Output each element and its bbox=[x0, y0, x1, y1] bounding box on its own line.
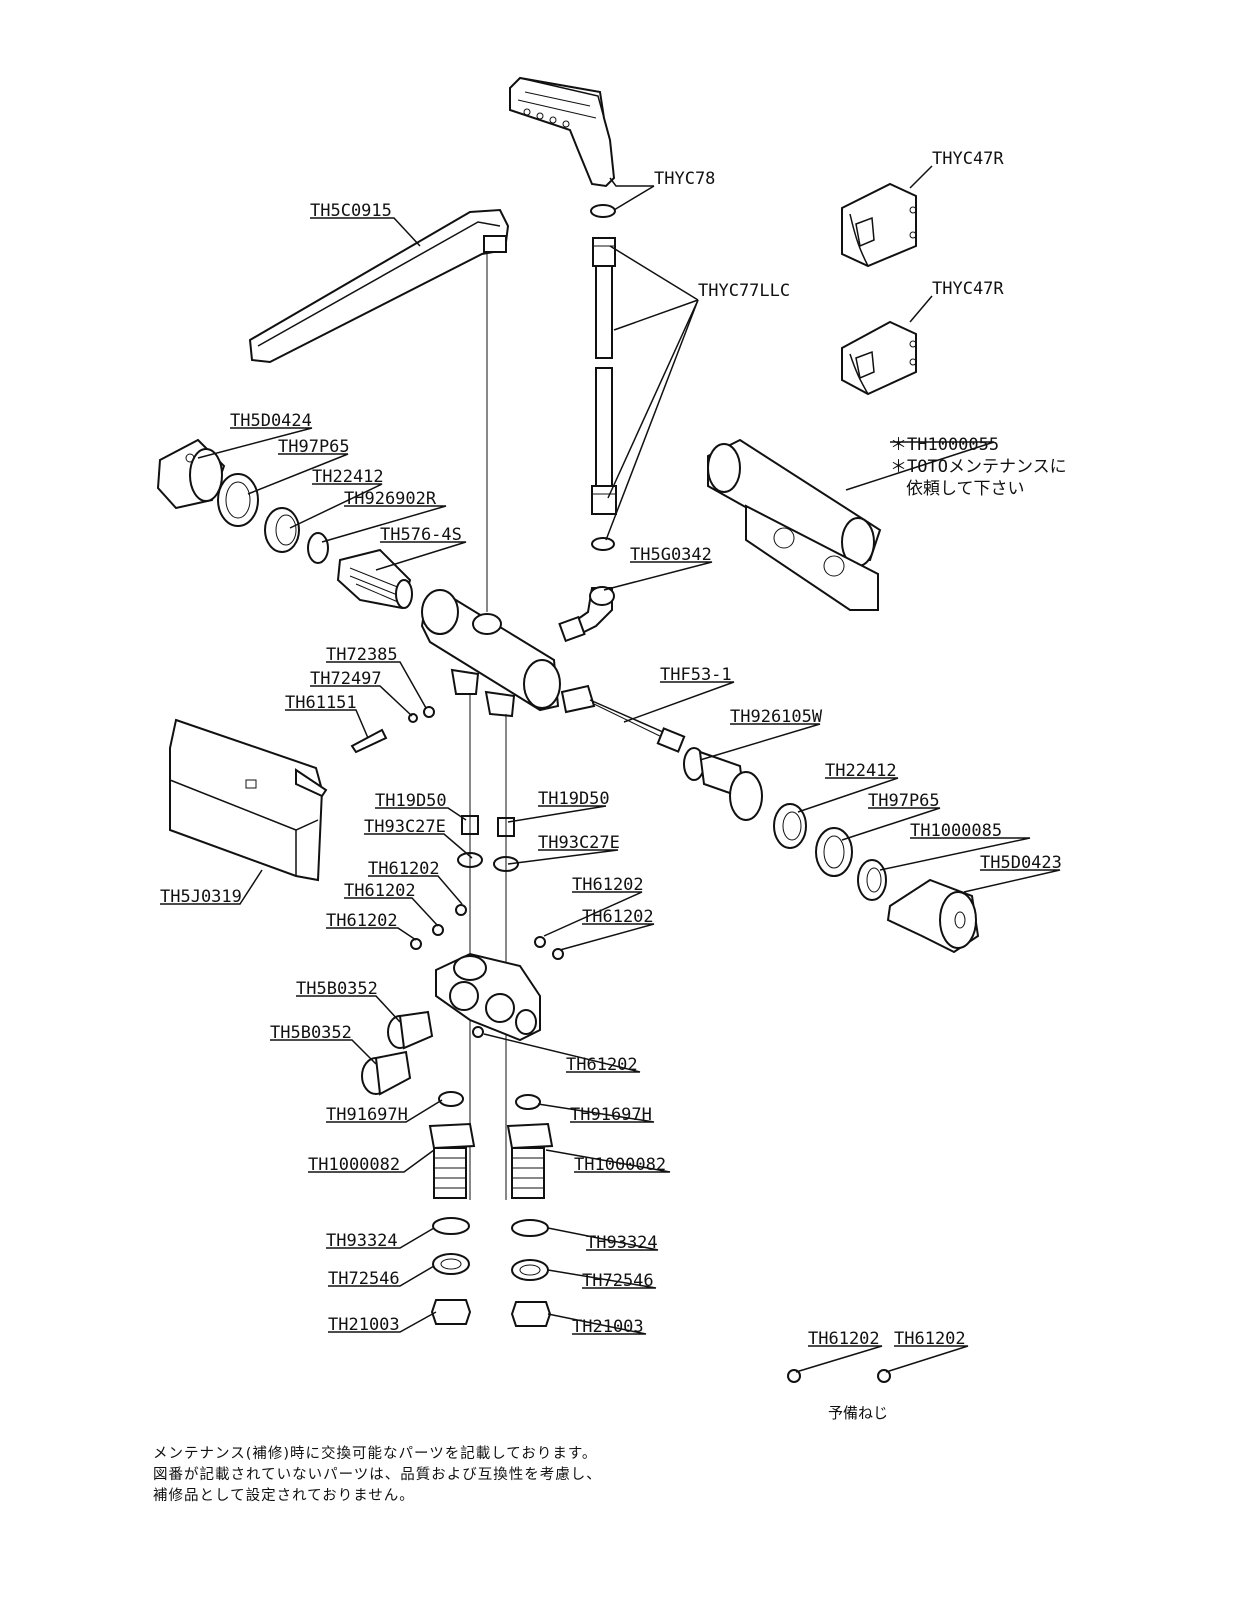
label-screw-6: TH61202 bbox=[566, 1055, 638, 1075]
label-screw-5: TH61202 bbox=[582, 907, 654, 927]
shower-head bbox=[509, 76, 616, 188]
left-handle bbox=[156, 438, 226, 510]
cartridge bbox=[336, 548, 413, 610]
right-nut bbox=[773, 803, 807, 849]
label-lockwasher-right: TH72546 bbox=[582, 1271, 654, 1291]
leg-left bbox=[428, 1091, 476, 1325]
stop-valve-lower bbox=[361, 1050, 412, 1096]
shower-holder-bottom bbox=[841, 320, 917, 396]
stop-valve-upper bbox=[387, 1010, 434, 1050]
right-handle bbox=[886, 878, 980, 954]
label-spare-caption: 予備ねじ bbox=[828, 1404, 888, 1422]
label-check-left: TH19D50 bbox=[375, 791, 447, 811]
label-shower-head: THYC78 bbox=[654, 169, 715, 189]
body-cover bbox=[707, 438, 882, 611]
part-labels: THYC78 THYC77LLC THYC47R THYC47R TH5C091… bbox=[160, 149, 1067, 1422]
label-nut-right: TH22412 bbox=[825, 761, 897, 781]
label-screw-b: TH72497 bbox=[310, 669, 382, 689]
label-screw-2: TH61202 bbox=[344, 881, 416, 901]
label-stop-valve-1: TH5B0352 bbox=[296, 979, 378, 999]
label-washer-bottom-left: TH93324 bbox=[326, 1231, 398, 1251]
label-holder-bottom: THYC47R bbox=[932, 279, 1004, 299]
label-ring-left: TH97P65 bbox=[278, 437, 350, 457]
label-hexnut-right: TH21003 bbox=[572, 1317, 644, 1337]
note-line-3: 補修品として設定されておりません。 bbox=[153, 1488, 415, 1504]
label-washer-left: TH926902R bbox=[344, 489, 437, 509]
label-screw-c: TH61151 bbox=[285, 693, 357, 713]
filter bbox=[560, 684, 686, 753]
label-hose: THYC77LLC bbox=[698, 281, 790, 301]
shower-hose bbox=[590, 204, 617, 551]
label-adapter-right: TH1000085 bbox=[910, 821, 1002, 841]
label-cartridge: TH576-4S bbox=[380, 525, 462, 545]
label-valve-right: TH926105W bbox=[730, 707, 823, 727]
label-spare-screw-2: TH61202 bbox=[894, 1329, 966, 1349]
label-screw-3: TH61202 bbox=[326, 911, 398, 931]
label-check-right: TH19D50 bbox=[538, 789, 610, 809]
label-filter: THF53-1 bbox=[660, 665, 732, 685]
right-adapter bbox=[857, 859, 887, 901]
label-spout: TH5C0915 bbox=[310, 201, 392, 221]
label-leg-left: TH1000082 bbox=[308, 1155, 400, 1175]
note-line-2: 図番が記載されていないパーツは、品質および互換性を考慮し、 bbox=[153, 1467, 602, 1483]
spout bbox=[248, 208, 510, 612]
maintenance-note: メンテナンス(補修)時に交換可能なパーツを記載しております。 図番が記載されてい… bbox=[153, 1444, 602, 1507]
label-packing-right: TH91697H bbox=[570, 1105, 652, 1125]
note-line-1: メンテナンス(補修)時に交換可能なパーツを記載しております。 bbox=[153, 1446, 598, 1462]
label-hexnut-left: TH21003 bbox=[328, 1315, 400, 1335]
check-valves bbox=[457, 815, 519, 872]
shower-holder-top bbox=[841, 182, 917, 268]
right-ring bbox=[815, 827, 853, 877]
spare-screws bbox=[787, 1369, 891, 1383]
label-cover: TH5J0319 bbox=[160, 887, 242, 907]
label-screw-a: TH72385 bbox=[326, 645, 398, 665]
main-body bbox=[420, 589, 561, 718]
under-cover bbox=[169, 718, 328, 882]
label-ring-right: TH97P65 bbox=[868, 791, 940, 811]
label-spare-screw-1: TH61202 bbox=[808, 1329, 880, 1349]
label-lockwasher-left: TH72546 bbox=[328, 1269, 400, 1289]
label-body-note-2: ＊TOTOメンテナンスに bbox=[890, 457, 1067, 477]
label-handle-left: TH5D0424 bbox=[230, 411, 312, 431]
label-oring-left: TH93C27E bbox=[364, 817, 446, 837]
label-body-note-3: 依頼して下さい bbox=[906, 479, 1025, 499]
label-leg-right: TH1000082 bbox=[574, 1155, 666, 1175]
label-holder-top: THYC47R bbox=[932, 149, 1004, 169]
label-body-note-1: ＊TH1000055 bbox=[890, 435, 999, 455]
label-nut-left: TH22412 bbox=[312, 467, 384, 487]
label-packing-left: TH91697H bbox=[326, 1105, 408, 1125]
label-handle-right: TH5D0423 bbox=[980, 853, 1062, 873]
small-screws bbox=[410, 904, 564, 1038]
hose-elbow bbox=[558, 586, 615, 643]
label-stop-valve-2: TH5B0352 bbox=[270, 1023, 352, 1043]
label-screw-1: TH61202 bbox=[368, 859, 440, 879]
label-screw-4: TH61202 bbox=[572, 875, 644, 895]
label-oring-right: TH93C27E bbox=[538, 833, 620, 853]
manifold bbox=[435, 952, 541, 1042]
leg-right bbox=[506, 1094, 554, 1327]
left-nut bbox=[264, 507, 300, 553]
left-washer bbox=[307, 532, 329, 564]
right-valve bbox=[683, 747, 763, 821]
left-ring bbox=[217, 473, 259, 527]
label-washer-bottom-right: TH93324 bbox=[586, 1233, 658, 1253]
leader-lines bbox=[160, 165, 1061, 1373]
label-elbow: TH5G0342 bbox=[630, 545, 712, 565]
